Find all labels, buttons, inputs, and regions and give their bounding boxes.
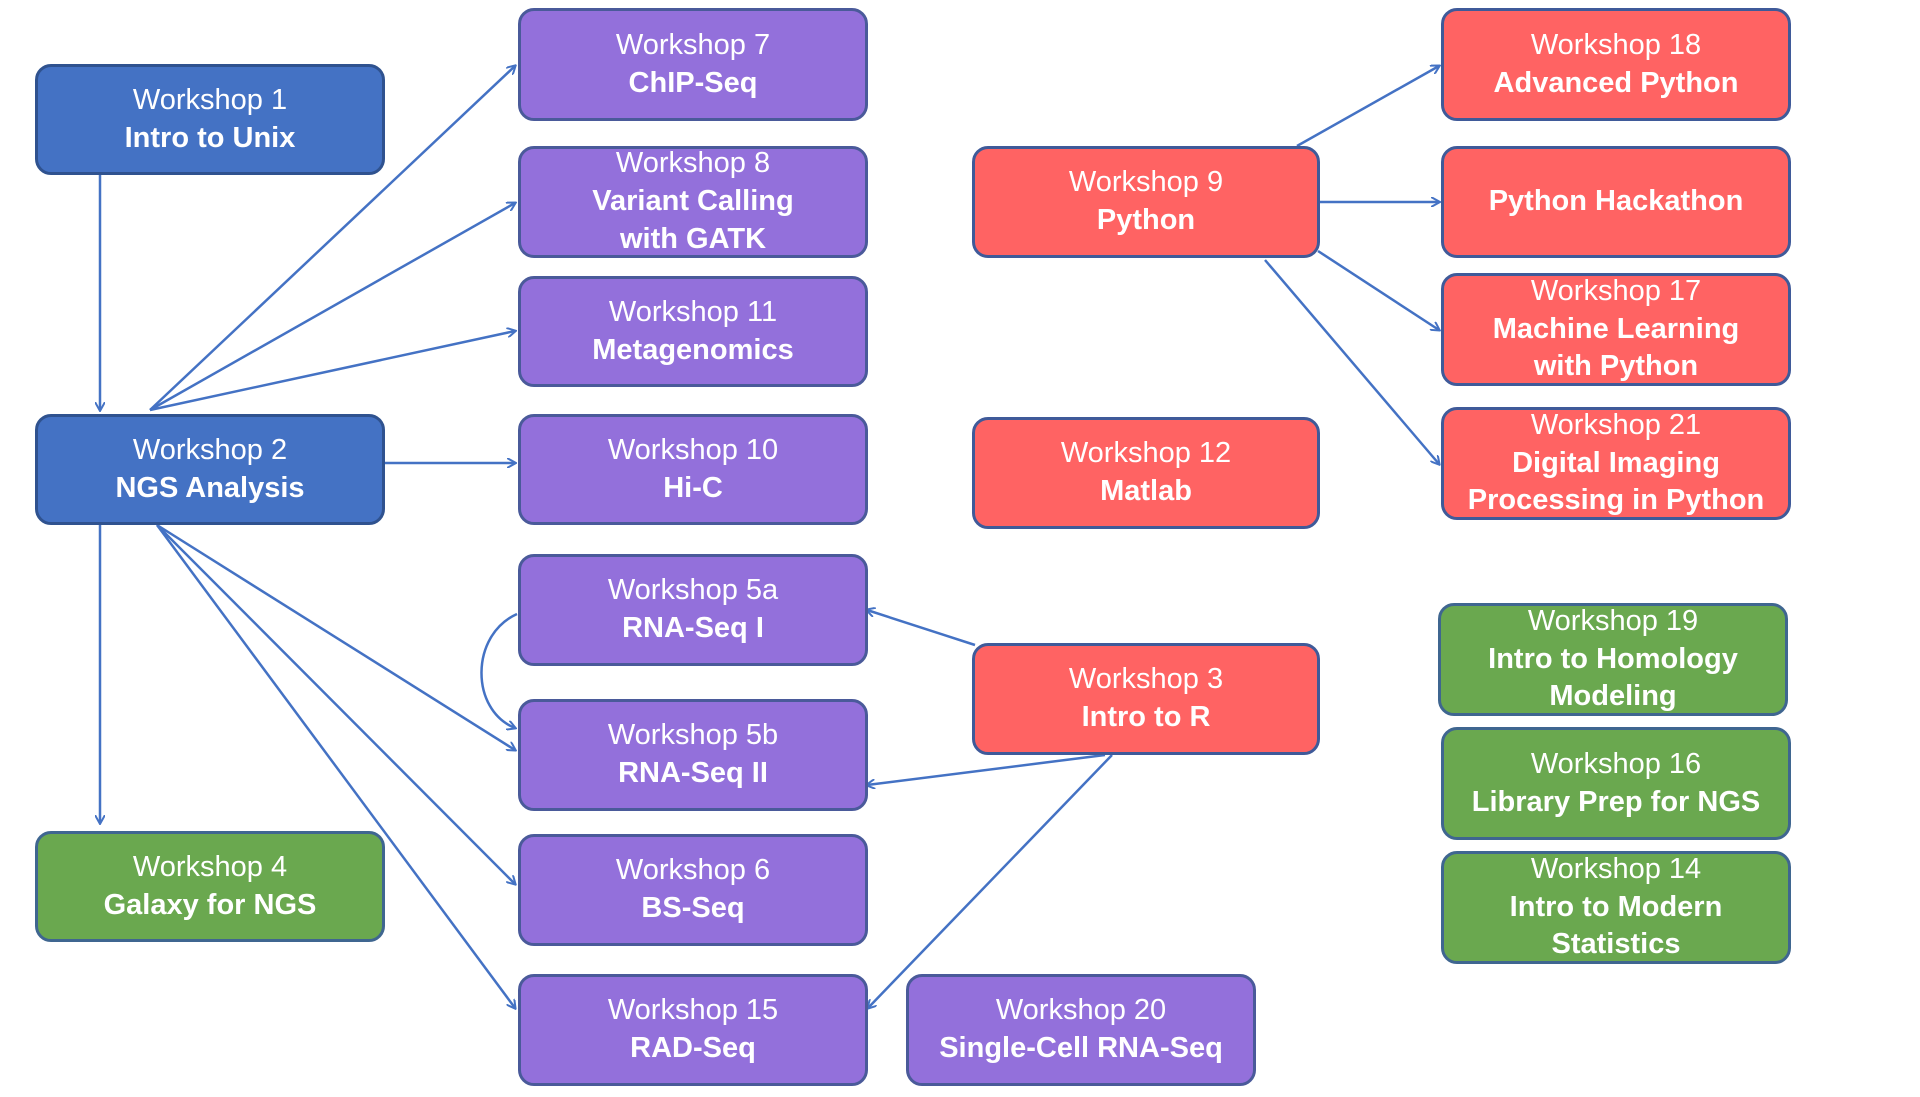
node-workshop-19[interactable]: Workshop 19 Intro to Homology Modeling <box>1438 603 1788 716</box>
workshop-title: Metagenomics <box>592 333 794 366</box>
workshop-title: Intro to Unix <box>124 121 296 154</box>
arrow-w5a-to-w5b <box>480 612 517 728</box>
arrow-w2-to-w15 <box>155 524 515 1008</box>
node-workshop-21[interactable]: Workshop 21 Digital Imaging Processing i… <box>1441 407 1791 520</box>
workshop-number: Workshop 21 <box>1530 408 1702 441</box>
workshop-title-line2: with Python <box>1533 350 1699 383</box>
workshop-title: Single-Cell RNA-Seq <box>939 1032 1223 1064</box>
workshop-number: Workshop 5b <box>607 719 779 752</box>
workshop-number: Workshop 8 <box>615 147 771 180</box>
node-workshop-10[interactable]: Workshop 10 Hi-C <box>518 414 868 525</box>
node-workshop-1[interactable]: Workshop 1 Intro to Unix <box>35 64 385 175</box>
node-workshop-20[interactable]: Workshop 20 Single-Cell RNA-Seq <box>906 974 1256 1086</box>
arrow-w9-to-w17 <box>1317 249 1439 330</box>
workshop-title: Library Prep for NGS <box>1471 785 1761 818</box>
workshop-number: Workshop 10 <box>607 433 779 466</box>
node-workshop-14[interactable]: Workshop 14 Intro to Modern Statistics <box>1441 851 1791 964</box>
arrow-w2-to-w5b <box>156 523 515 750</box>
workshop-title: BS-Seq <box>641 892 745 924</box>
workshop-number: Workshop 18 <box>1530 28 1702 61</box>
arrow-w3-to-w5a <box>867 610 976 647</box>
node-workshop-2[interactable]: Workshop 2 NGS Analysis <box>35 414 385 525</box>
workshop-number: Workshop 4 <box>132 850 288 883</box>
workshop-title-line2: Processing in Python <box>1467 484 1765 517</box>
workshop-number: Workshop 7 <box>615 28 771 61</box>
node-workshop-8[interactable]: Workshop 8 Variant Calling with GATK <box>518 146 868 258</box>
workshop-number: Workshop 19 <box>1527 604 1699 637</box>
workshop-number: Workshop 5a <box>607 574 779 607</box>
node-workshop-5a[interactable]: Workshop 5a RNA-Seq I <box>518 554 868 666</box>
node-workshop-16[interactable]: Workshop 16 Library Prep for NGS <box>1441 727 1791 840</box>
workshop-number: Workshop 15 <box>607 994 779 1027</box>
node-python-hackathon[interactable]: Python Hackathon <box>1441 146 1791 258</box>
workshop-title: Hi-C <box>663 471 723 504</box>
workshop-title: NGS Analysis <box>115 471 305 504</box>
node-workshop-7[interactable]: Workshop 7 ChIP-Seq <box>518 8 868 121</box>
workshop-title: Digital Imaging <box>1512 446 1720 479</box>
workshop-title: RAD-Seq <box>630 1032 756 1064</box>
workshop-title: Machine Learning <box>1492 312 1740 345</box>
workshop-title: RNA-Seq I <box>622 612 764 644</box>
arrow-w2-to-w7 <box>149 66 515 411</box>
node-workshop-12[interactable]: Workshop 12 Matlab <box>972 417 1320 529</box>
workshop-title: Intro to Modern <box>1509 890 1723 923</box>
workshop-number: Workshop 20 <box>995 994 1167 1027</box>
workshop-number: Workshop 9 <box>1068 166 1224 199</box>
arrow-w3-to-w15 <box>868 754 1113 1008</box>
workshop-title: ChIP-Seq <box>628 66 758 99</box>
arrow-w2-to-w6 <box>156 524 515 884</box>
node-workshop-17[interactable]: Workshop 17 Machine Learning with Python <box>1441 273 1791 386</box>
node-workshop-5b[interactable]: Workshop 5b RNA-Seq II <box>518 699 868 811</box>
node-workshop-6[interactable]: Workshop 6 BS-Seq <box>518 834 868 946</box>
arrow-w9-to-w21 <box>1264 259 1439 464</box>
workshop-title-line2: Modeling <box>1549 680 1677 713</box>
workshop-title: Intro to R <box>1081 701 1211 733</box>
workshop-number: Workshop 2 <box>132 433 288 466</box>
workshop-title: Python <box>1096 204 1196 236</box>
workshop-number: Workshop 3 <box>1068 663 1224 696</box>
node-workshop-11[interactable]: Workshop 11 Metagenomics <box>518 276 868 387</box>
arrow-w3-to-w5b <box>867 753 1106 785</box>
node-workshop-9[interactable]: Workshop 9 Python <box>972 146 1320 258</box>
node-workshop-4[interactable]: Workshop 4 Galaxy for NGS <box>35 831 385 942</box>
node-workshop-15[interactable]: Workshop 15 RAD-Seq <box>518 974 868 1086</box>
arrow-w2-to-w11 <box>149 331 515 412</box>
workshop-number: Workshop 17 <box>1530 274 1702 307</box>
workshop-number: Workshop 14 <box>1530 852 1702 885</box>
workshop-title: Python Hackathon <box>1488 185 1744 218</box>
workshop-number: Workshop 11 <box>608 295 778 328</box>
workshop-number: Workshop 6 <box>615 854 771 887</box>
workshop-title: Matlab <box>1100 475 1192 507</box>
workshop-title-line2: with GATK <box>619 222 767 255</box>
workshop-title: Intro to Homology <box>1488 642 1738 675</box>
workshop-number: Workshop 12 <box>1060 437 1232 470</box>
arrow-w9-to-w18 <box>1296 66 1439 148</box>
workshop-title: RNA-Seq II <box>618 757 768 789</box>
workshop-number: Workshop 16 <box>1530 747 1702 780</box>
workshop-title: Variant Calling <box>592 185 794 218</box>
workshop-number: Workshop 1 <box>132 83 288 116</box>
workshop-title-line2: Statistics <box>1551 928 1681 961</box>
node-workshop-3[interactable]: Workshop 3 Intro to R <box>972 643 1320 755</box>
node-workshop-18[interactable]: Workshop 18 Advanced Python <box>1441 8 1791 121</box>
workshop-title: Galaxy for NGS <box>103 888 317 921</box>
arrow-w2-to-w8 <box>149 203 515 412</box>
workshop-title: Advanced Python <box>1493 66 1739 99</box>
